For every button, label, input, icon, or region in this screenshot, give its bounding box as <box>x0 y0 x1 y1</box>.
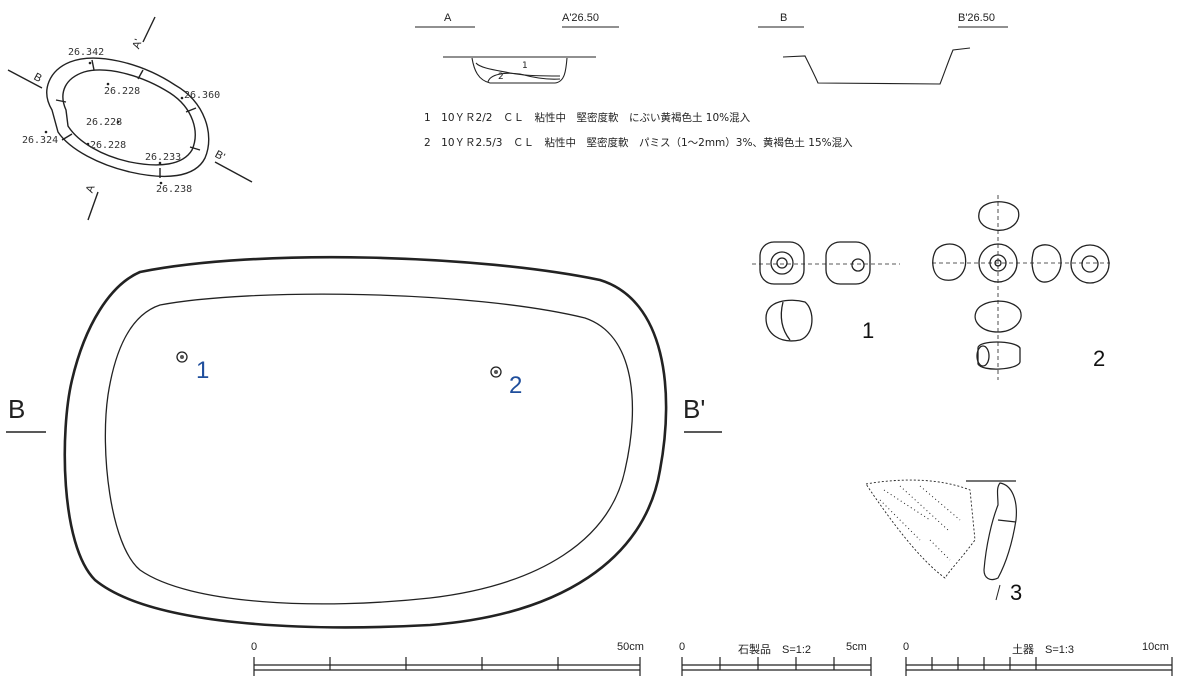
artifact-1-drawings <box>752 241 900 342</box>
section-b-left-label: B <box>780 12 788 24</box>
main-plan-label-b: B <box>8 394 26 424</box>
scale-bar-plan <box>253 657 641 676</box>
scale-plan-end: 50cm <box>617 641 644 653</box>
elevation-label: 26.342 <box>68 47 105 58</box>
artifact-2-drawings <box>932 195 1110 380</box>
small-plan-inner-outline <box>62 69 196 166</box>
find-1-label: 1 <box>196 357 210 384</box>
artifact-1-number: 1 <box>862 318 875 343</box>
elevation-label: 26.238 <box>156 184 193 195</box>
section-a-layer-2: 2 <box>498 72 504 82</box>
section-a-right-label: A'26.50 <box>562 12 599 24</box>
elevation-label: 26.233 <box>145 152 182 163</box>
main-plan-label-b-prime: B' <box>683 394 706 424</box>
elevation-label: 26.324 <box>22 135 59 146</box>
layer-description-1: 1 10ＹＲ2/2 ＣＬ 粘性中 堅密度軟 にぶい黄褐色土 10%混入 <box>424 112 751 124</box>
elevation-label: 26.228 <box>86 117 123 128</box>
section-line-a-bottom <box>87 191 99 221</box>
section-line-b-left <box>7 69 43 89</box>
scale-bar-stone <box>681 657 872 676</box>
scale-bar-pottery <box>905 657 1173 676</box>
find-2-marker <box>490 366 502 378</box>
main-plan <box>6 255 722 629</box>
find-2-label: 2 <box>509 372 523 399</box>
artifact-3-drawings <box>865 479 1017 601</box>
section-b-drawing <box>758 26 1008 85</box>
section-a-layer-1: 1 <box>522 61 528 71</box>
scale-stone-start: 0 <box>679 641 686 653</box>
scale-pottery-title: 土器 S=1:3 <box>1012 644 1075 656</box>
section-line-a-top <box>142 16 156 43</box>
scale-pottery-start: 0 <box>903 641 910 653</box>
artifact-3-number: 3 <box>1010 580 1023 605</box>
elevation-label: 26.360 <box>184 90 221 101</box>
find-1-marker <box>176 351 188 363</box>
section-a-drawing <box>415 26 619 84</box>
elevation-label: 26.228 <box>104 86 141 97</box>
scale-plan-start: 0 <box>251 641 258 653</box>
section-line-b-right <box>214 161 253 183</box>
layer-description-2: 2 10ＹＲ2.5/3 ＣＬ 粘性中 堅密度軟 パミス（1～2mm）3%、黄褐色… <box>424 137 853 149</box>
scale-stone-end: 5cm <box>846 641 867 653</box>
small-plan <box>7 16 253 221</box>
scale-pottery-end: 10cm <box>1142 641 1169 653</box>
main-plan-outer-outline <box>63 255 668 629</box>
artifact-2-number: 2 <box>1093 346 1106 371</box>
elevation-label: 26.228 <box>90 140 127 151</box>
main-plan-inner-outline <box>104 293 634 605</box>
small-plan-outer-outline <box>46 57 210 177</box>
scale-stone-title: 石製品 S=1:2 <box>738 644 812 656</box>
section-b-right-label: B'26.50 <box>958 12 995 24</box>
section-a-left-label: A <box>444 12 452 24</box>
